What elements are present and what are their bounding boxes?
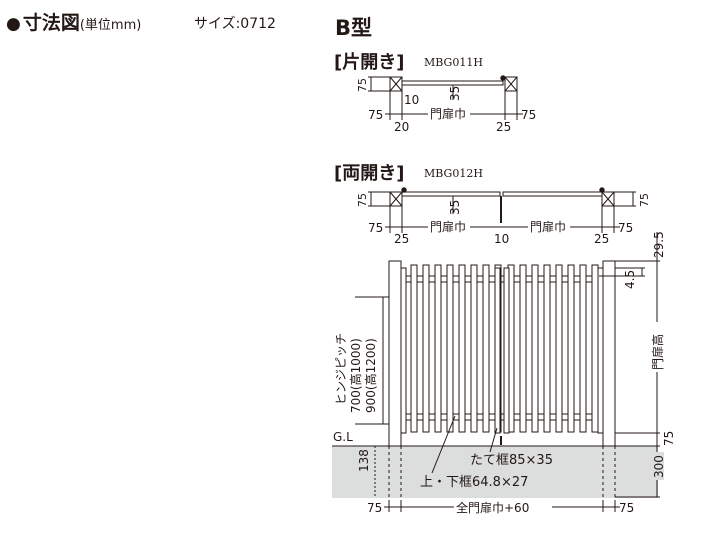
slat-left-5 [470,264,478,433]
embed-depth-value: 300 [652,455,666,478]
double-right-leaf [502,191,603,197]
single-hinge-gap-value: 20 [394,120,409,134]
single-plan-view [368,75,523,120]
hinge-pitch-1200: 900(高1200) [363,338,378,413]
double-swing-label: [両開き] [334,163,405,184]
double-left-post-cross-b [389,191,403,207]
top-small-value: 4.5 [623,270,637,289]
double-center-gap-value: 10 [494,232,509,246]
left-dimensions [332,296,389,497]
double-right-post [601,191,615,207]
single-left-post-cross-b [389,76,403,92]
slat-right-1 [519,264,527,433]
left-post [388,260,402,447]
slat-left-2 [434,264,442,433]
ground-clearance-value: 75 [662,431,676,446]
double-depth-right-value: 75 [638,193,651,207]
double-model-code: MBG012H [424,167,483,180]
post-spec-leader [489,427,498,453]
double-right-gap-value: 25 [594,232,609,246]
rail-spec-leader [431,415,456,474]
door-height-label: 門扉高 [650,334,665,370]
right-stile-meeting [503,267,510,434]
single-model-code: MBG011H [424,56,483,69]
slat-right-4 [555,264,563,433]
double-left-gap-value: 25 [394,232,409,246]
bottom-right-value: 75 [619,501,634,515]
slat-right-6 [579,264,587,433]
hinge-pitch-1000: 700(高1000) [348,338,363,413]
size-label: サイズ:0712 [194,16,276,32]
title-text: 寸法図 [22,12,80,34]
double-depth-left-value: 75 [356,193,369,207]
double-width-left-bg [428,220,470,234]
double-left-hinge-dot [401,187,407,193]
right-stile-outer [597,267,604,434]
slat-right-5 [567,264,575,433]
spec-leaders [431,415,498,474]
slat-left-6 [482,264,490,433]
bottom-left-value: 75 [367,501,382,515]
single-right-post [504,76,518,92]
single-width-label-bg [428,107,470,121]
double-width-right-bg [528,220,570,234]
double-left-leaf [401,191,501,197]
slat-right-2 [531,264,539,433]
rail-spec-label: 上・下框64.8×27 [420,475,528,490]
single-door-leaf [401,80,504,86]
overall-label-bg [454,500,552,515]
single-depth-value: 75 [356,78,369,92]
embed-depth-bg [650,452,664,480]
slat-right-3 [543,264,551,433]
single-center-value: 35 [448,86,462,101]
single-latch-dot [500,75,506,81]
bullet-icon: ● [6,14,21,34]
slat-left-1 [422,264,430,433]
post-spec-label: たて框85×35 [470,453,553,468]
single-swing-label: [片開き] [334,52,405,73]
hinge-pitch-label: ヒンジピッチ [334,333,348,405]
double-right-hinge-dot [599,187,605,193]
double-center-value: 35 [448,200,462,215]
overall-width-label: 全門扉巾+60 [456,500,529,515]
double-left-post-value: 75 [368,221,383,235]
ground-area [332,446,658,498]
right-post [602,260,616,447]
double-width-right-label: 門扉巾 [530,220,566,234]
slat-left-4 [458,264,466,433]
gl-label: G.L [333,430,353,444]
double-left-post [389,191,403,207]
double-plan-view [368,187,636,233]
single-right-post-cross-b [504,76,518,92]
double-width-left-label: 門扉巾 [430,220,466,234]
depth-138-value: 138 [357,449,371,472]
slat-right-7 [591,264,599,433]
unit-label: (単位mm) [79,18,142,33]
door-height-bg [650,322,664,372]
slat-left-3 [446,264,454,433]
single-left-post-value: 75 [368,108,383,122]
left-stile-outer [400,267,407,434]
single-right-post-value: 75 [521,108,536,122]
page-title: ●寸法図(単位mm) [6,8,141,35]
gate-slats [400,264,604,434]
single-width-label: 門扉巾 [430,107,466,121]
slat-left-0 [410,264,418,433]
single-clearance-value: 10 [404,93,419,107]
type-title: B型 [335,16,373,40]
top-gap-value: 29.5 [652,231,666,258]
double-right-post-value: 75 [618,221,633,235]
single-latch-gap-value: 25 [496,120,511,134]
double-right-post-cross-b [601,191,615,207]
left-stile-meeting [494,267,501,434]
